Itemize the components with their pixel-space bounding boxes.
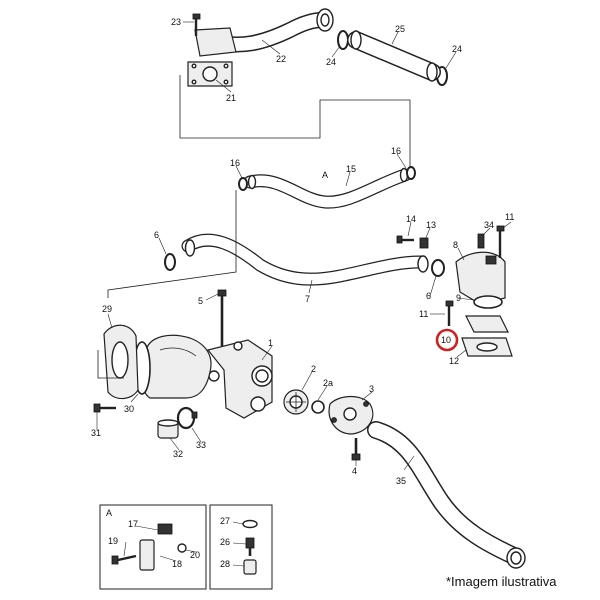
callout-19: 19 [108,536,118,546]
callout-30: 30 [124,404,134,414]
o-ring-2a [311,400,325,414]
hose-35 [367,421,526,569]
thermostat-2 [283,389,309,415]
nut-20 [177,543,187,553]
top-pipe-assembly [179,8,448,172]
callout-20: 20 [190,550,200,560]
bolt-31 [93,403,116,413]
highlight-circle-10 [435,328,459,352]
callout-16-a: 16 [230,158,240,168]
callout-22: 22 [276,54,286,64]
clamp-16-b [406,166,416,180]
elbow-hose-30 [133,334,212,399]
callout-35: 35 [396,476,406,486]
callout-17: 17 [128,519,138,529]
callout-15: 15 [346,164,356,174]
bolt-4 [351,438,361,461]
callout-18: 18 [172,559,182,569]
bolt-14 [396,235,414,244]
callout-6-a: 6 [154,230,159,240]
callout-2: 2 [311,364,316,374]
pipe-22-flange [194,27,237,57]
o-ring-9 [473,295,503,309]
callout-24-b: 24 [452,44,462,54]
bolt-23 [192,13,201,36]
thermostat-housing-1 [206,339,273,419]
callout-25: 25 [395,24,405,34]
leader-lines [96,21,512,567]
plug-32 [157,419,179,439]
callout-10: 10 [441,335,451,345]
bolt-19 [111,554,137,565]
callout-21: 21 [226,93,236,103]
callout-a-hose: A [322,170,328,180]
seal-27 [242,519,258,529]
seal-10 [465,315,509,333]
plug-28 [243,559,257,575]
hose-7 [107,190,445,298]
callout-14: 14 [406,214,416,224]
illustrative-caption: *Imagem ilustrativa [446,574,557,589]
bolt-11-lower [445,300,454,326]
inset-view-a: A [99,504,207,590]
bracket-18 [139,539,155,571]
callout-6-b: 6 [426,291,431,301]
clamp-6-b [431,259,445,277]
callout-34: 34 [484,220,494,230]
callout-13: 13 [426,220,436,230]
sensor-34 [477,233,485,249]
callout-23: 23 [171,17,181,27]
callout-11-b: 11 [419,309,428,319]
sensor-26 [245,537,255,556]
callout-16-b: 16 [391,146,401,156]
callout-12: 12 [449,356,459,366]
callout-1: 1 [268,338,273,348]
inset-view-sensors [209,504,273,590]
callout-28: 28 [220,559,230,569]
hose-15 [238,166,416,209]
callout-3: 3 [369,384,374,394]
callout-33: 33 [196,440,206,450]
inset-a-label: A [106,508,112,518]
callout-11-a: 11 [505,212,514,222]
callout-5: 5 [198,296,203,306]
callout-2a: 2a [323,378,333,388]
callout-31: 31 [91,428,101,438]
callout-26: 26 [220,537,230,547]
callout-27: 27 [220,516,230,526]
clamp-6-a [164,253,176,271]
callout-9: 9 [456,293,461,303]
clip-17 [157,523,173,535]
clamp-33 [176,406,198,430]
bolt-5 [217,289,227,346]
callout-labels: 23 22 21 24 25 24 16 A 15 16 6 7 14 13 3… [91,17,514,569]
callout-32: 32 [173,449,183,459]
callout-29: 29 [102,304,112,314]
callout-8: 8 [453,240,458,250]
clamp-16-a [238,177,248,191]
callout-24-a: 24 [326,57,336,67]
callout-4: 4 [352,466,357,476]
callout-7: 7 [305,294,310,304]
pump-cover-3 [328,395,374,435]
fitting-13 [419,237,429,249]
cover-29 [103,324,139,400]
outlet-housing-8 [396,225,513,357]
